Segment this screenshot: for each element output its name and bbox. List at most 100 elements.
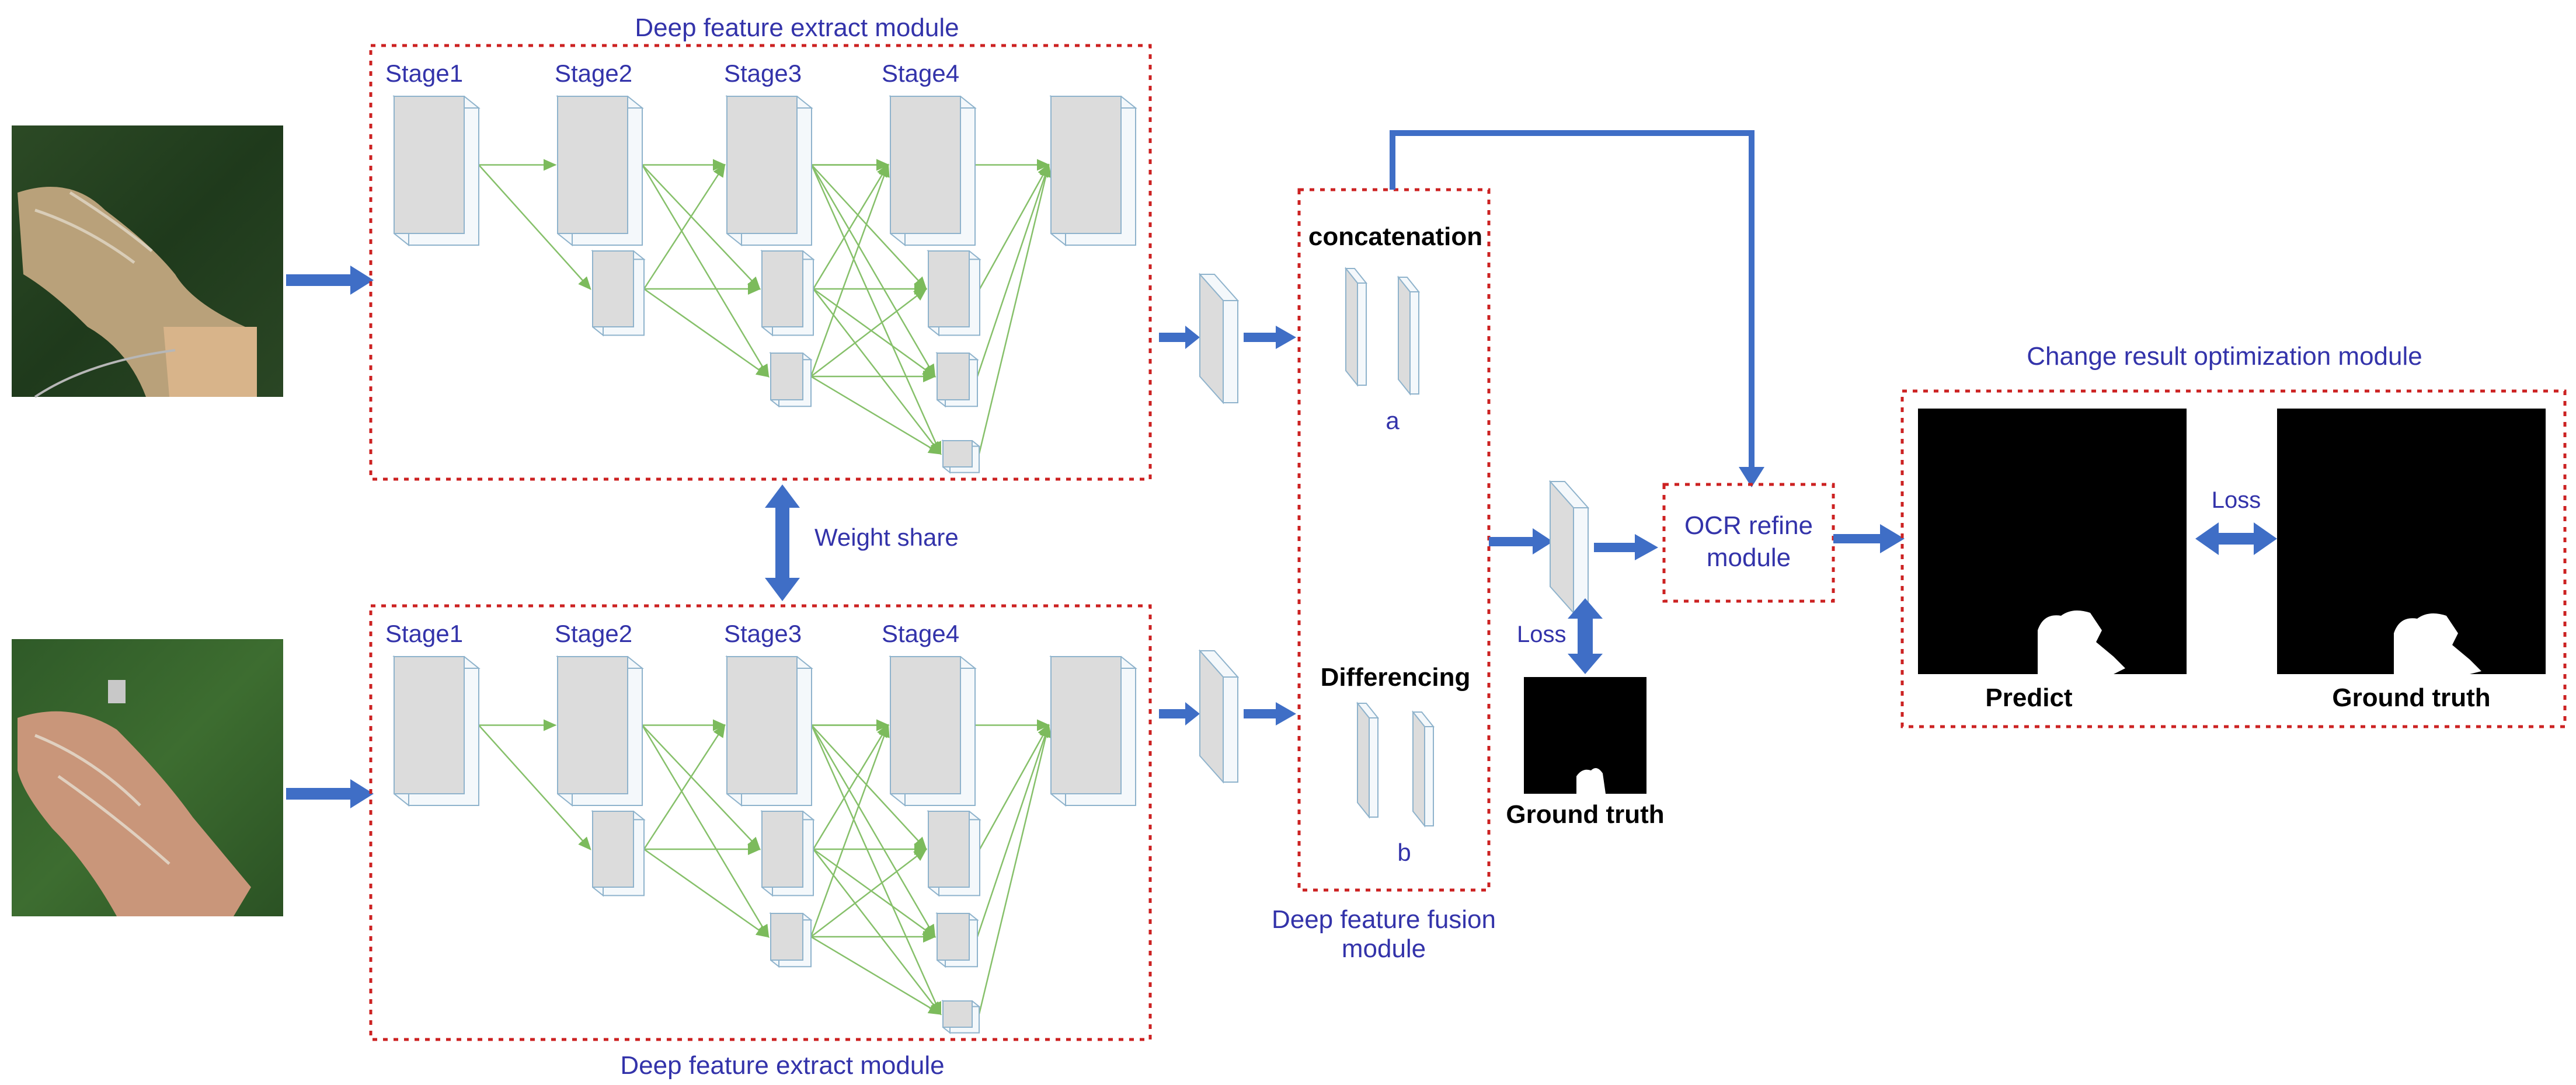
feature-map-level1: [392, 95, 481, 247]
connection-line: [810, 724, 936, 939]
loss-arrow-mid: [1568, 598, 1603, 674]
ground-truth-label: Ground truth: [2332, 683, 2490, 712]
connection-line: [810, 163, 890, 377]
connection-line: [813, 288, 942, 455]
feature-map-level1: [392, 655, 481, 807]
connection-line: [810, 724, 942, 1016]
feature-map-level2: [760, 810, 815, 897]
connection-line: [978, 724, 1052, 1014]
loss-arrow-result: [2195, 522, 2277, 555]
feature-map-level1: [556, 655, 644, 807]
ground-truth-image: [2277, 409, 2546, 674]
fusion-output-arrow: [1489, 528, 1553, 554]
connection-line: [810, 936, 942, 1015]
diff-features: [1356, 702, 1435, 828]
connection-line: [643, 848, 770, 938]
feature-map-level2: [591, 249, 646, 337]
connection-line: [813, 288, 937, 378]
extract-module-top-title: Deep feature extract module: [635, 13, 959, 42]
connection-line: [813, 849, 942, 1016]
connection-line: [810, 164, 936, 378]
feature-map-level3: [935, 912, 979, 968]
stage1-label-bottom: Stage1: [385, 620, 463, 647]
feature-map-level1: [1049, 95, 1137, 247]
extract-module-top: [369, 44, 1152, 481]
fusion-module: [1297, 188, 1491, 892]
feature-map-level2: [591, 810, 646, 897]
differencing-label: Differencing: [1321, 663, 1471, 692]
stage2-label-top: Stage2: [555, 60, 632, 87]
to-ocr-arrow: [1594, 534, 1658, 560]
weight-share-label: Weight share: [814, 524, 959, 551]
connection-line: [976, 724, 1051, 937]
connection-line: [810, 375, 942, 455]
extract-module-bottom: [369, 604, 1152, 1041]
connection-line: [643, 288, 770, 378]
connection-line: [812, 724, 889, 850]
concat-features: [1344, 267, 1421, 396]
connection-line: [811, 164, 927, 290]
concatenation-label: concatenation: [1308, 222, 1482, 251]
feature-map-level2: [760, 249, 815, 337]
feature-map-level1: [556, 95, 644, 247]
connection-line: [641, 724, 770, 939]
predict-image: [1918, 409, 2187, 674]
connection-line: [976, 163, 1051, 377]
feature-map-level2: [927, 810, 981, 897]
fusion-title-line1: Deep feature fusion: [1272, 905, 1496, 934]
connection-line: [812, 163, 889, 289]
feature-map-level1: [1049, 655, 1137, 807]
connection-line: [642, 724, 761, 850]
input-image-bottom: [12, 639, 283, 916]
feature-map-level3: [769, 351, 813, 408]
feature-map-level1: [725, 95, 813, 247]
output-arrow-top-1: [1159, 326, 1200, 349]
output-arrow-top-2: [1244, 326, 1296, 349]
connection-line: [979, 163, 1050, 289]
stage3-label-top: Stage3: [724, 60, 802, 87]
predict-label: Predict: [1985, 683, 2073, 712]
input-image-top: [12, 125, 283, 398]
connection-line: [478, 724, 591, 850]
feature-map-level1: [725, 655, 813, 807]
optimization-module: [1900, 389, 2567, 728]
weight-share-arrow: [765, 484, 800, 601]
ocr-to-result-arrow: [1833, 524, 1905, 553]
connection-line: [642, 164, 761, 290]
output-arrow-bottom-1: [1159, 702, 1200, 725]
connection-line: [811, 724, 927, 850]
change-feature: [1548, 480, 1590, 615]
loss-label-mid: Loss: [1517, 622, 1567, 647]
stage4-label-bottom: Stage4: [882, 620, 959, 647]
connection-line: [978, 163, 1052, 454]
ocr-label-line2: module: [1707, 543, 1791, 572]
connection-line: [810, 288, 927, 377]
diff-sublabel: b: [1397, 839, 1411, 866]
connection-line: [979, 724, 1050, 850]
connection-line: [643, 163, 726, 289]
ocr-label-line1: OCR refine: [1684, 511, 1813, 540]
ocr-module: [1662, 483, 1835, 603]
stage2-label-bottom: Stage2: [555, 620, 632, 647]
feature-map-level3: [935, 351, 979, 408]
stage4-label-top: Stage4: [882, 60, 959, 87]
ground-truth-mid-image: [1524, 677, 1646, 794]
connection-line: [641, 164, 770, 378]
loss-label-result: Loss: [2212, 487, 2261, 513]
feature-map-level1: [889, 95, 977, 247]
feature-map-level3: [769, 912, 813, 968]
feature-map-level4: [941, 999, 981, 1034]
stage1-label-top: Stage1: [385, 60, 463, 87]
optimization-title: Change result optimization module: [2027, 342, 2422, 371]
concat-sublabel: a: [1386, 407, 1400, 434]
stage3-label-bottom: Stage3: [724, 620, 802, 647]
connection-line: [810, 164, 942, 455]
feature-map-level4: [941, 439, 981, 474]
feature-map-level2: [927, 249, 981, 337]
connection-line: [478, 164, 591, 290]
feature-map-level1: [889, 655, 977, 807]
fused-feature-top: [1198, 273, 1240, 404]
hrnet-backbone-bottom: [392, 655, 1137, 1034]
fusion-title-line2: module: [1342, 934, 1426, 963]
